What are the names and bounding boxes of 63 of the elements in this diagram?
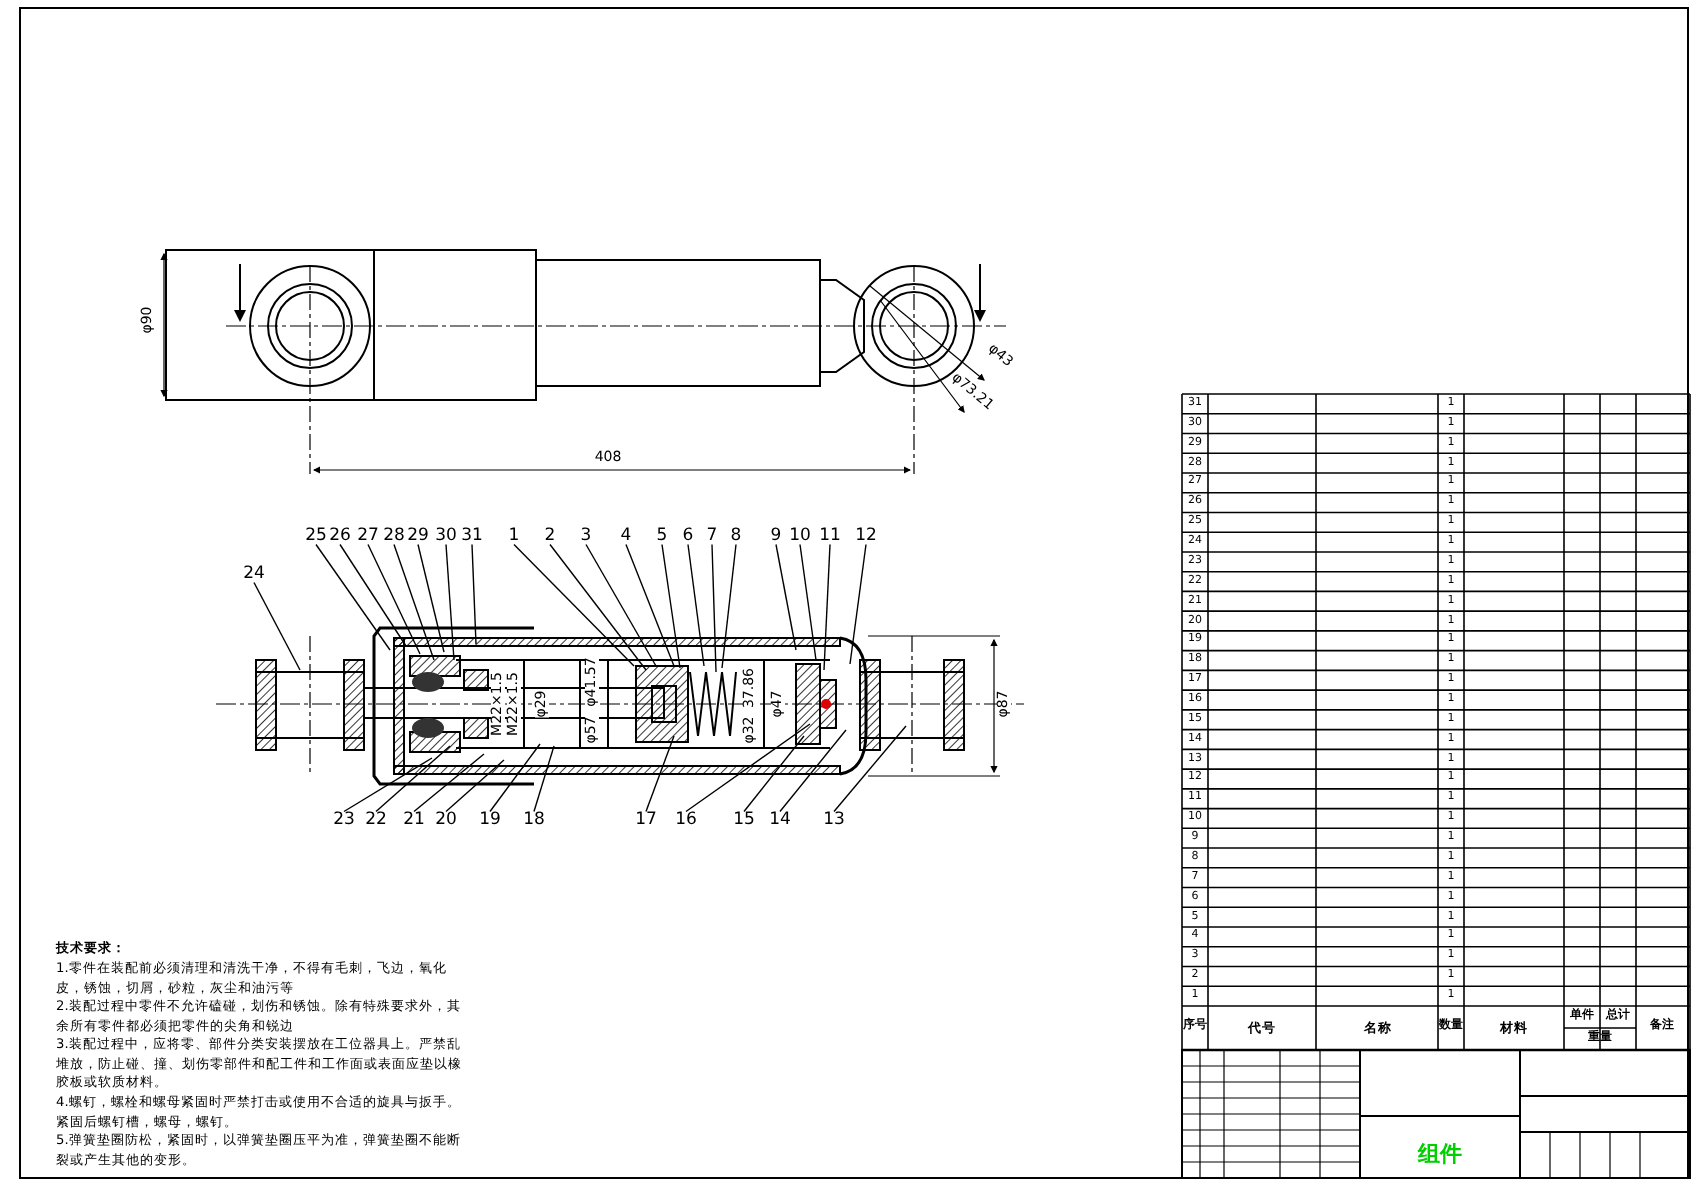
leader-line [533,745,555,813]
callout-number: 27 [357,527,379,545]
callout-number: 22 [365,811,387,829]
leader-line [471,543,477,645]
callout-number: 25 [305,527,327,545]
leader-line [445,543,455,661]
leader-line [625,543,675,667]
callout-number: 1 [508,527,520,545]
callout-number: 29 [407,527,429,545]
leader-line [799,543,817,661]
leader-line [445,759,505,813]
callout-number: 24 [243,565,265,583]
callout-number: 26 [329,527,351,545]
callout-number: 19 [479,811,501,829]
callout-number: 31 [461,527,483,545]
leader-line [343,757,433,813]
callout-number: 3 [580,527,592,545]
leader-line [315,543,391,651]
leader-line [687,543,705,667]
leader-line [779,729,847,813]
callout-number: 28 [383,527,405,545]
leader-line [685,723,811,813]
leader-line [375,745,451,813]
leader-line [849,543,867,665]
callout-number: 16 [675,811,697,829]
leader-line [585,543,657,667]
leader-line [489,743,541,813]
leader-line [645,735,675,813]
callout-number: 9 [770,527,782,545]
callout-number: 15 [733,811,755,829]
callout-number: 14 [769,811,791,829]
leader-line [743,735,805,813]
leader-line [253,581,301,671]
leader-line [393,543,435,661]
title-block-text: 组件 [1418,1143,1462,1165]
leader-line [339,543,407,647]
callout-number: 17 [635,811,657,829]
callout-number: 11 [819,527,841,545]
leader-line [833,725,907,813]
leader-line [823,543,831,671]
leader-line [661,543,681,669]
callout-number: 20 [435,811,457,829]
callout-number: 13 [823,811,845,829]
callout-number: 23 [333,811,355,829]
callout-number: 2 [544,527,556,545]
leader-line [775,543,797,651]
callout-number: 10 [789,527,811,545]
callout-number: 7 [706,527,718,545]
leader-line [711,543,717,673]
callout-number: 18 [523,811,545,829]
callout-number: 6 [682,527,694,545]
callout-number: 12 [855,527,877,545]
leader-line [721,543,737,669]
callout-number: 21 [403,811,425,829]
leader-line [417,543,445,653]
callout-number: 5 [656,527,668,545]
leader-line [513,543,635,667]
callout-number: 4 [620,527,632,545]
leader-line [549,543,647,671]
leader-line [413,753,485,813]
callout-number: 8 [730,527,742,545]
callout-number: 30 [435,527,457,545]
leader-line [367,543,421,655]
